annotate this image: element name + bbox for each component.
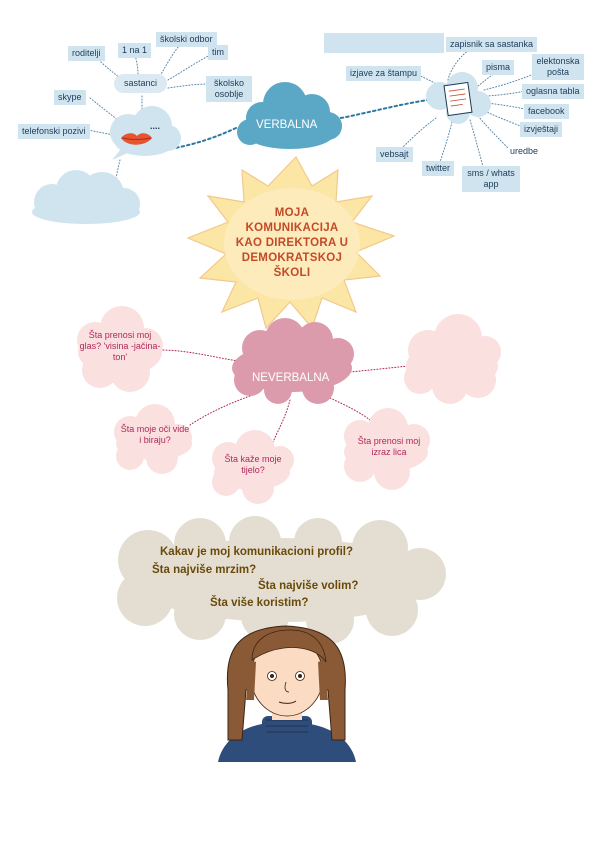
- pink-cloud-face: [344, 408, 430, 490]
- label-izjave: izjave za štampu: [346, 66, 422, 81]
- label-telefonski-pozivi: telefonski pozivi: [18, 124, 90, 139]
- label-tim: tim: [208, 45, 228, 60]
- question-profile: Kakav je moj komunikacioni profil?: [160, 546, 353, 558]
- speech-bubble-icon: [110, 106, 181, 160]
- label-sms-whatsapp: sms / whats app: [462, 166, 520, 192]
- label-uredbe: uredbe: [510, 146, 539, 156]
- label-pisma: pisma: [482, 60, 515, 75]
- label-twitter: twitter: [422, 161, 455, 176]
- label-oglasna-tabla: oglasna tabla: [522, 84, 584, 99]
- central-title: MOJA KOMUNIKACIJA KAO DIREKTORA U DEMOKR…: [214, 206, 370, 281]
- person-illustration: [218, 625, 356, 762]
- label-voice-text: Šta prenosi moj glas? 'visina -jačina-to…: [79, 330, 161, 362]
- label-elektonska-posta-text: elektonska pošta: [536, 56, 580, 77]
- verbal-cloud: [237, 82, 342, 149]
- title-line-5: ŠKOLI: [273, 267, 311, 279]
- label-face-text: Šta prenosi moj izraz lica: [357, 436, 421, 457]
- title-line-1: MOJA: [274, 207, 310, 219]
- question-hate: Šta najviše mrzim?: [152, 564, 257, 576]
- label-izvjestaji: izvještaji: [520, 122, 563, 137]
- label-sastanci: sastanci: [114, 74, 168, 93]
- label-zapisnik: zapisnik sa sastanka: [446, 37, 538, 52]
- label-sms-whatsapp-text: sms / whats app: [467, 168, 515, 189]
- label-elektonska-posta: elektonska pošta: [532, 54, 584, 80]
- thought-cloud: [117, 516, 446, 644]
- nonverbal-hub-label: NEVERBALNA: [252, 372, 330, 384]
- label-1-na-1: 1 na 1: [118, 43, 152, 58]
- label-eyes: Šta moje oči vide i biraju?: [120, 424, 190, 446]
- document-icon: [426, 72, 491, 124]
- label-eyes-text: Šta moje oči vide i biraju?: [120, 424, 190, 445]
- speech-bubble-dots: ....: [150, 121, 161, 131]
- label-voice: Šta prenosi moj glas? 'visina -jačina-to…: [78, 330, 162, 363]
- top-banner-bar: [324, 33, 444, 53]
- label-body-text: Šta kaže moje tijelo?: [224, 454, 282, 475]
- pink-cloud-voice: [77, 306, 163, 392]
- pink-cloud-eyes: [114, 404, 192, 474]
- lips-icon: [121, 133, 152, 145]
- label-skolsko-osoblje: školsko osoblje: [206, 76, 252, 102]
- title-line-4: DEMOKRATSKOJ: [241, 252, 343, 264]
- label-body: Šta kaže moje tijelo?: [222, 454, 284, 476]
- sun-shape: [186, 155, 396, 330]
- title-line-3: KAO DIREKTORA U: [235, 237, 349, 249]
- label-facebook: facebook: [524, 104, 569, 119]
- title-line-2: KOMUNIKACIJA: [245, 222, 339, 234]
- question-use: Šta više koristim?: [210, 597, 309, 609]
- label-skolsko-osoblje-text: školsko osoblje: [213, 78, 244, 99]
- nonverbal-cloud: [232, 318, 354, 404]
- pink-cloud-body: [212, 430, 294, 504]
- empty-cloud-left: [32, 170, 140, 224]
- verbal-hub-label: VERBALNA: [256, 119, 318, 131]
- label-vebsajt: vebsajt: [376, 147, 413, 162]
- label-face: Šta prenosi moj izraz lica: [352, 436, 426, 458]
- pink-cloud-empty: [404, 314, 501, 404]
- label-skolski-odbor: školski odbor: [156, 32, 217, 47]
- question-love: Šta najviše volim?: [258, 580, 359, 592]
- label-roditelji: roditelji: [68, 46, 105, 61]
- label-skype: skype: [54, 90, 86, 105]
